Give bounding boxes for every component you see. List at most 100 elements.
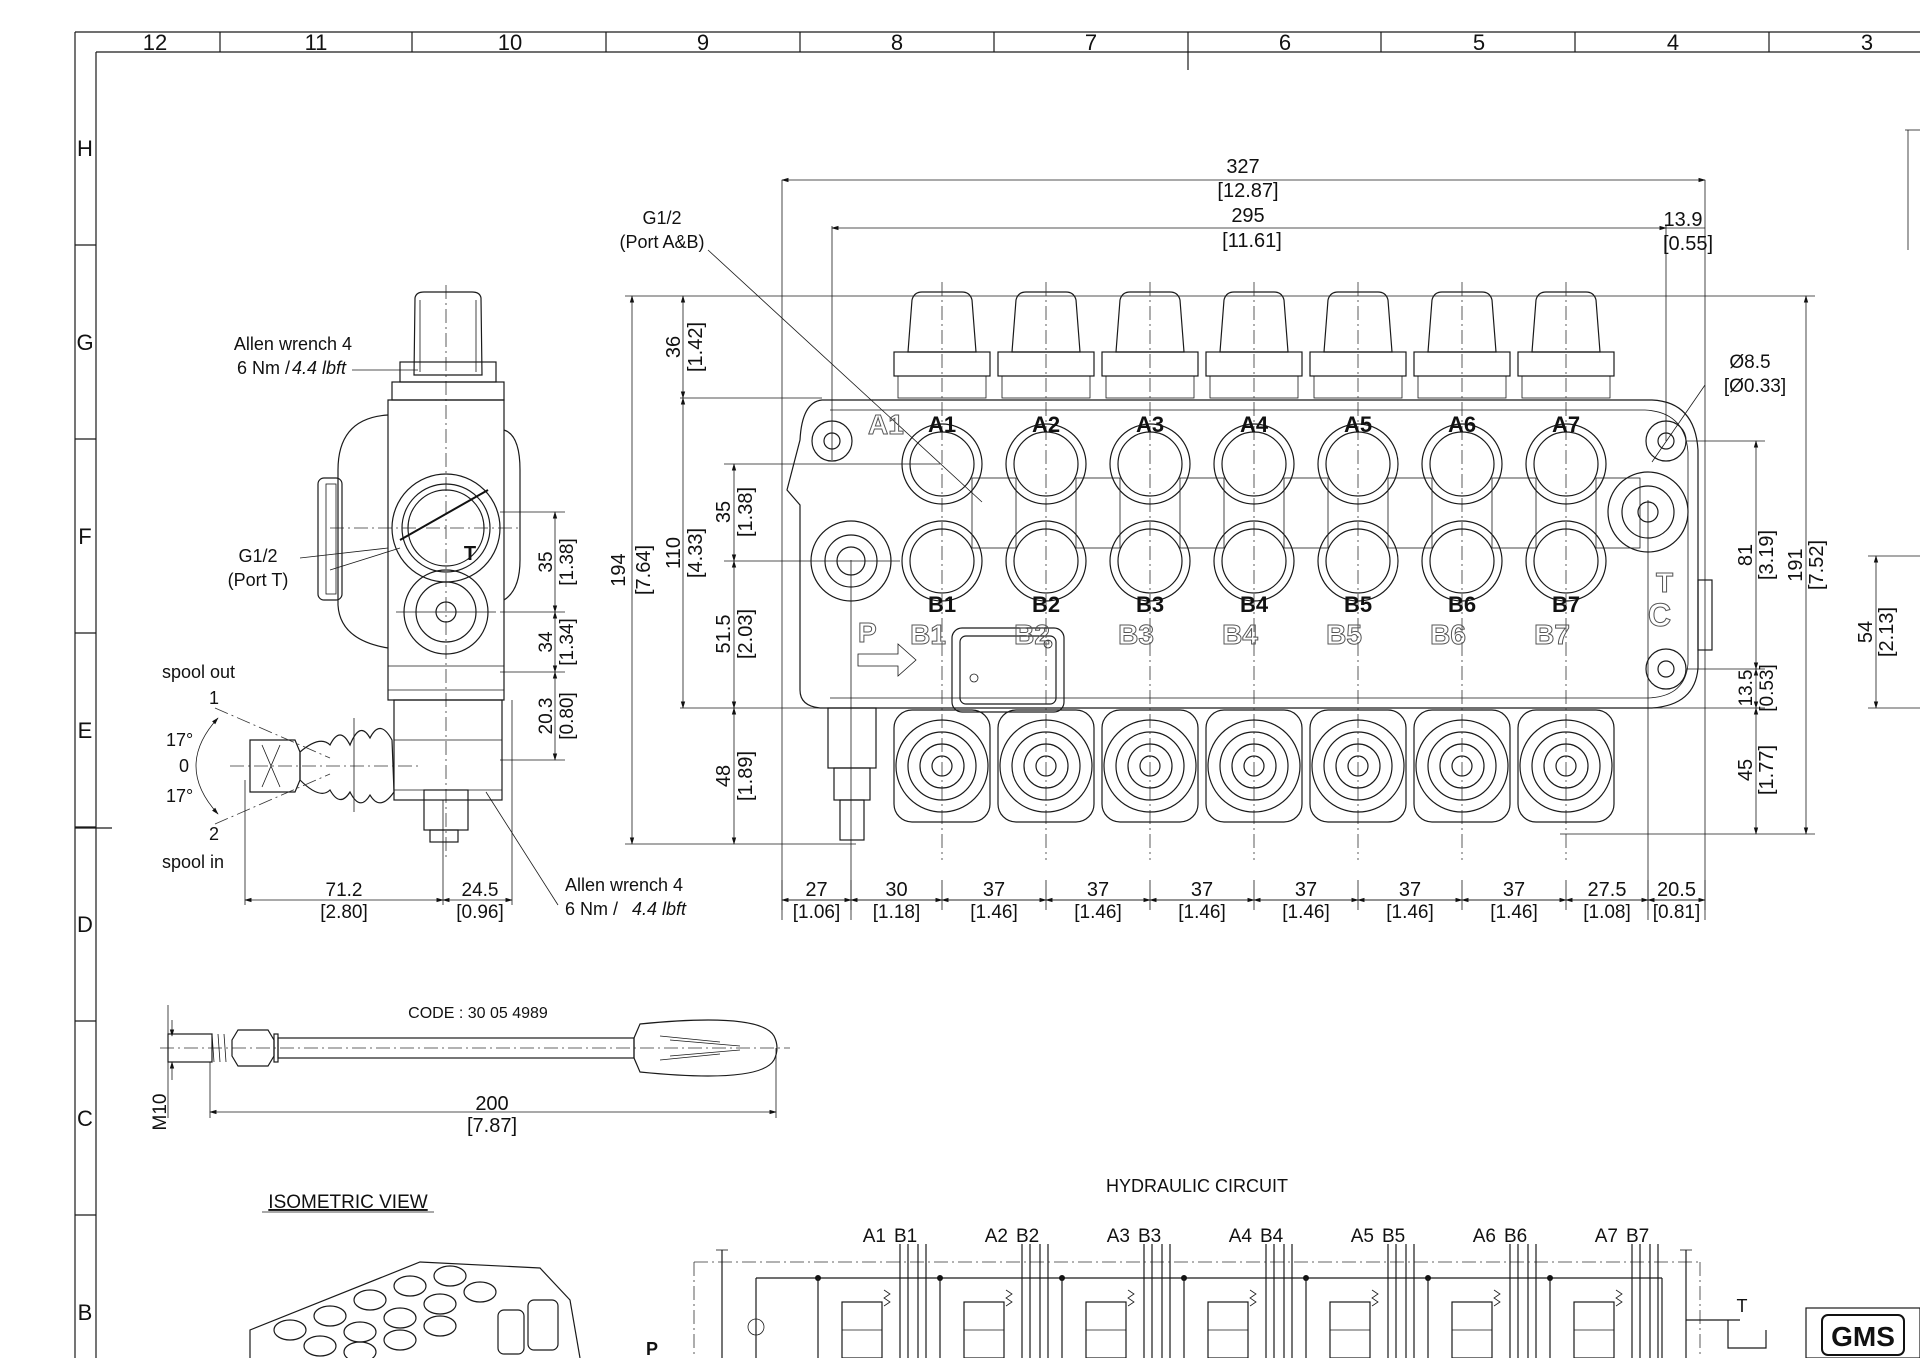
port-a-outer (901, 423, 983, 505)
front-dim-13-5-inch: [0.53] (1757, 664, 1778, 712)
boot-center (1451, 755, 1473, 777)
hydraulic-a-label: A6 (1473, 1226, 1496, 1247)
port-a-label: A4 (1240, 412, 1269, 437)
port-a-inner (1117, 431, 1183, 497)
bottom-dim-value: 37 (1191, 879, 1213, 901)
hydraulic-a-label: A7 (1595, 1226, 1618, 1247)
front-dim-36-inch: [1.42] (685, 322, 707, 372)
iso-port (353, 1289, 387, 1311)
iso-port (343, 1321, 377, 1343)
port-a-inner (1221, 431, 1287, 497)
hydraulic-a-label: A3 (1107, 1226, 1130, 1247)
logo-badge (1821, 1314, 1905, 1356)
port-b-outer (901, 520, 983, 602)
boot-ring-mid (1219, 731, 1289, 801)
allen-wrench-top-line2: 6 Nm / (237, 358, 290, 378)
boot-center (1139, 755, 1161, 777)
side-dim-71-2-inch: [2.80] (320, 902, 368, 923)
side-view (195, 285, 565, 906)
bottom-dim-inch: [1.46] (1386, 902, 1434, 923)
front-dim-81: 81 (1735, 544, 1757, 566)
side-dim-20-3: 20.3 (536, 698, 557, 735)
hydraulic-circuit-title: HYDRAULIC CIRCUIT (1106, 1176, 1288, 1196)
front-dim-295-inch: [11.61] (1222, 230, 1282, 252)
front-dim-45: 45 (1735, 759, 1757, 781)
boot-ring-inner (1127, 743, 1173, 789)
front-dim-13-9-inch: [0.55] (1663, 233, 1713, 255)
boot-ring-outer (1415, 719, 1509, 813)
boot-ring-inner (1231, 743, 1277, 789)
port-b-outer (1109, 520, 1191, 602)
spool-boot (1101, 709, 1199, 823)
port-b-label: B2 (1032, 592, 1060, 617)
port-a-label: A2 (1032, 412, 1060, 437)
port-a-label: A5 (1344, 412, 1372, 437)
ghost-b-mark: B5 (1326, 619, 1362, 650)
ghost-p-mark: P (858, 617, 877, 648)
valve-sections: A1B1B1A2B2B2A3B3B3A4B4B4A5B5B5A6B6B6A7B7… (893, 282, 1641, 860)
ghost-b-mark: B2 (1014, 619, 1050, 650)
hydraulic-a-label: A1 (863, 1226, 886, 1247)
hydraulic-t-label: T (1737, 1296, 1748, 1316)
frame-column-label: 9 (697, 30, 709, 55)
hydraulic-circuit (693, 1249, 1767, 1358)
front-dim-51-5: 51.5 (713, 615, 735, 654)
angle-top-label: 17° (166, 730, 193, 750)
port-a-outer (1525, 423, 1607, 505)
port-t-label-line2: (Port T) (228, 570, 289, 590)
port-a-inner (1325, 431, 1391, 497)
ghost-b-mark: B6 (1430, 619, 1466, 650)
iso-port (433, 1265, 467, 1287)
boot-center (1555, 755, 1577, 777)
ghost-c-mark: C (1648, 597, 1671, 633)
bottom-dim-inch: [1.46] (1282, 902, 1330, 923)
hydraulic-section: A7 B7 (1547, 1226, 1659, 1358)
front-dim-54: 54 (1855, 621, 1877, 643)
boot-ring-mid (1115, 731, 1185, 801)
logo-frame (1805, 1307, 1920, 1358)
boot-ring-mid (1531, 731, 1601, 801)
bottom-dim-inch: [1.06] (793, 902, 841, 923)
port-b-inner (1325, 528, 1391, 594)
side-dim-35-inch: [1.38] (557, 538, 578, 586)
lever-thread-size: M10 (150, 1094, 171, 1131)
hole-diameter: Ø8.5 (1729, 352, 1770, 373)
port-b-label: B6 (1448, 592, 1476, 617)
iso-port (303, 1335, 337, 1357)
iso-port (343, 1341, 377, 1358)
front-dim-13-9: 13.9 (1664, 209, 1703, 231)
bottom-dim-inch: [1.46] (1074, 902, 1122, 923)
port-b-outer (1317, 520, 1399, 602)
boot-ring-inner (919, 743, 965, 789)
boot-center (1347, 755, 1369, 777)
frame-row-label: E (78, 718, 93, 743)
iso-port (423, 1315, 457, 1337)
hydraulic-a-label: A5 (1351, 1226, 1374, 1247)
port-a-label: A7 (1552, 412, 1580, 437)
allen-wrench-bottom-line2: 6 Nm / (565, 899, 618, 919)
frame-row-ticks (75, 244, 96, 1216)
front-dim-194-inch: [7.64] (633, 545, 655, 595)
allen-wrench-bottom-torque: 4.4 lbft (632, 899, 687, 919)
side-dim-24-5: 24.5 (462, 880, 499, 901)
isometric-view-title: ISOMETRIC VIEW (268, 1192, 427, 1213)
bottom-dim-value: 37 (983, 879, 1005, 901)
port-b-inner (1429, 528, 1495, 594)
hydraulic-a-label: A4 (1229, 1226, 1253, 1247)
port-b-label: B1 (928, 592, 956, 617)
front-dim-45-inch: [1.77] (1756, 745, 1778, 795)
spool-boot (1205, 709, 1303, 823)
hydraulic-b-label: B7 (1626, 1226, 1649, 1247)
side-dim-20-3-inch: [0.80] (557, 692, 578, 740)
port-b-outer (1525, 520, 1607, 602)
hydraulic-a-label: A2 (985, 1226, 1008, 1247)
spool-cap (1427, 291, 1497, 353)
